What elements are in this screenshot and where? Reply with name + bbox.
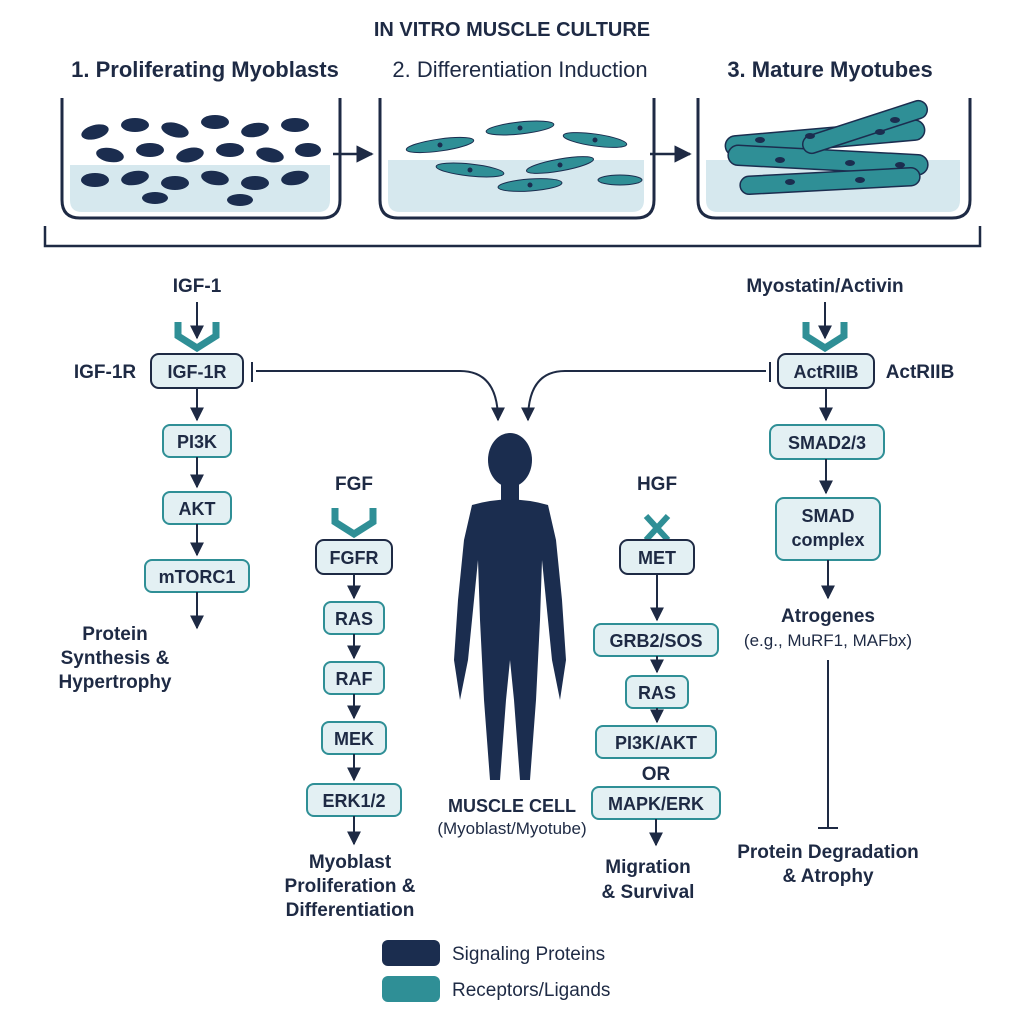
legend-label-receptors: Receptors/Ligands: [452, 980, 610, 1001]
hgf-receptor-icon: [643, 513, 671, 543]
actriib-side-label: ActRIIB: [886, 362, 955, 383]
node-grb2sos-label: GRB2/SOS: [609, 631, 702, 651]
node-mtorc1-label: mTORC1: [159, 567, 236, 587]
node-fgfr-label: FGFR: [330, 548, 379, 568]
dish-differentiation: [378, 98, 656, 220]
legend-label-signaling: Signaling Proteins: [452, 944, 605, 965]
node-smad-complex-line-2: complex: [791, 530, 864, 550]
fgf-outcome-line-1: Myoblast: [309, 852, 392, 873]
hgf-pathway: HGF MET GRB2/SOS RAS PI3K/AKT OR MAPK/ER…: [591, 474, 721, 903]
node-mek-label: MEK: [334, 729, 374, 749]
center-label: MUSCLE CELL: [448, 796, 576, 816]
stage-1-label: 1. Proliferating Myoblasts: [71, 57, 339, 82]
diagram-title: IN VITRO MUSCLE CULTURE: [374, 19, 650, 41]
node-fgf-ras-label: RAS: [335, 609, 373, 629]
hgf-outcome-line-1: Migration: [605, 857, 691, 878]
legend-swatch-signaling: [382, 940, 440, 966]
node-hgf-ras-label: RAS: [638, 683, 676, 703]
igf-outcome-line-1: Protein: [82, 624, 147, 645]
node-akt-label: AKT: [179, 499, 216, 519]
hgf-or-label: OR: [642, 764, 671, 785]
muscle-cell-figure: [454, 433, 566, 780]
myostatin-outcome-line-1: Protein Degradation: [737, 842, 919, 863]
stage-2-label: 2. Differentiation Induction: [392, 57, 647, 82]
igf1-ligand-label: IGF-1: [173, 276, 222, 297]
node-smad-complex-line-1: SMAD: [802, 506, 855, 526]
node-igf1r-label: IGF-1R: [167, 362, 226, 382]
dish-mature-myotubes: [696, 98, 972, 220]
fgf-outcome-line-3: Differentiation: [286, 900, 415, 921]
atrogenes-label: Atrogenes: [781, 606, 875, 627]
myostatin-outcome-line-2: & Atrophy: [782, 866, 874, 887]
stage-3-label: 3. Mature Myotubes: [727, 57, 932, 82]
igf-outcome-line-3: Hypertrophy: [59, 672, 172, 693]
hgf-outcome-line-2: & Survival: [602, 882, 695, 903]
node-met-label: MET: [638, 548, 676, 568]
node-smad23-label: SMAD2/3: [788, 433, 866, 453]
igf1-receptor-icon: [174, 322, 220, 353]
actriib-receptor-icon: [802, 322, 848, 353]
legend: Signaling Proteins Receptors/Ligands: [382, 940, 610, 1002]
center-sublabel: (Myoblast/Myotube): [437, 819, 586, 838]
igf-outcome-line-2: Synthesis &: [61, 648, 170, 669]
igf-pathway: IGF-1 IGF-1R IGF-1R PI3K AKT mTORC1 Prot…: [59, 276, 250, 693]
fgf-receptor-icon: [331, 508, 377, 539]
fgf-outcome-line-2: Proliferation &: [285, 876, 416, 897]
myoblast-cells: [81, 115, 321, 206]
igf-to-cell-connector: [251, 362, 505, 422]
node-pi3kakt: [595, 725, 717, 759]
myotube-fibers: [724, 99, 929, 195]
node-erk12-label: ERK1/2: [322, 791, 385, 811]
actriib-to-cell-connector: [521, 362, 771, 422]
fgf-ligand-label: FGF: [335, 474, 373, 495]
dish-proliferating: [60, 98, 342, 220]
node-mapkerk-label: MAPK/ERK: [608, 794, 704, 814]
myostatin-ligand-label: Myostatin/Activin: [746, 276, 903, 297]
hgf-ligand-label: HGF: [637, 474, 677, 495]
myostatin-pathway: Myostatin/Activin ActRIIB ActRIIB SMAD2/…: [737, 276, 954, 887]
atrogenes-examples: (e.g., MuRF1, MAFbx): [744, 631, 912, 650]
igf1r-side-label: IGF-1R: [74, 362, 137, 383]
node-raf-label: RAF: [336, 669, 373, 689]
node-actriib-label: ActRIIB: [793, 362, 858, 382]
node-pi3k-label: PI3K: [177, 432, 217, 452]
culture-bracket: [43, 226, 982, 248]
node-pi3kakt-label: PI3K/AKT: [615, 733, 697, 753]
fgf-pathway: FGF FGFR RAS RAF MEK ERK1/2 Myoblast Pro…: [285, 474, 416, 921]
legend-swatch-receptors: [382, 976, 440, 1002]
